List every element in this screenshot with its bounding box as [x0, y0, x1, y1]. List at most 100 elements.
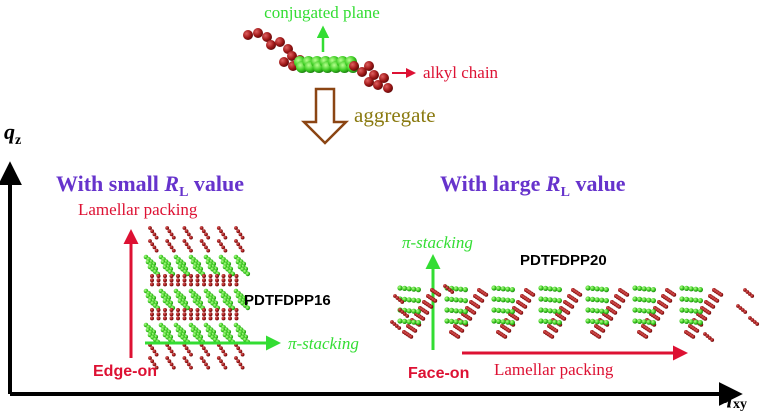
qxy-axis-label: qxy [722, 383, 747, 412]
alkyl-bead [176, 274, 180, 278]
conjugated-bead [697, 298, 704, 304]
alkyl-bead [165, 356, 170, 360]
alkyl-bead [234, 278, 239, 283]
alkyl-bead [228, 308, 232, 312]
conjugated-bead [585, 318, 591, 324]
conjugated-bead [641, 297, 647, 303]
alkyl-bead [266, 40, 276, 50]
conjugated-bead [397, 318, 403, 324]
alkyl-bead [234, 316, 239, 321]
conjugated-bead [411, 297, 417, 303]
alkyl-bead [484, 292, 489, 297]
conjugated-bead [444, 296, 450, 302]
alkyl-bead [169, 245, 174, 250]
alkyl-bead [429, 304, 434, 309]
pdtfdpp20-label: PDTFDPP20 [520, 252, 607, 269]
alkyl-bead [182, 282, 187, 287]
conjugated-bead [603, 287, 610, 293]
conjugated-bead [406, 297, 412, 303]
alkyl-bead [223, 248, 228, 253]
alkyl-bead [150, 242, 155, 247]
alkyl-bead [574, 298, 579, 303]
alkyl-bead [154, 235, 159, 240]
alkyl-bead [656, 316, 661, 321]
alkyl-bead [195, 282, 200, 287]
alkyl-bead [195, 308, 200, 312]
conjugated-bead [697, 309, 704, 315]
conjugated-bead [543, 285, 549, 291]
alkyl-bead [176, 312, 180, 317]
alkyl-bead [383, 83, 393, 93]
conjugated-bead [458, 286, 464, 292]
conjugated-bead [415, 320, 421, 326]
alkyl-bead [169, 282, 174, 287]
alkyl-bead [163, 282, 167, 287]
alkyl-bead [204, 245, 208, 250]
alkyl-bead [413, 328, 418, 333]
conjugated-bead [505, 308, 511, 314]
conjugated-bead [599, 297, 605, 303]
alkyl-bead [171, 248, 176, 253]
conjugated-bead [491, 318, 497, 324]
alkyl-bead [169, 308, 174, 312]
alkyl-bead [208, 308, 213, 312]
alkyl-bead [460, 328, 465, 333]
conjugated-bead [646, 308, 652, 314]
alkyl-bead [169, 362, 174, 367]
alkyl-bead [215, 308, 219, 312]
alkyl-bead [691, 334, 696, 339]
conjugated-bead [646, 297, 652, 303]
alkyl-bead [189, 352, 193, 357]
alkyl-bead [167, 346, 172, 351]
alkyl-bead [234, 308, 239, 312]
alkyl-bead [425, 310, 430, 315]
alkyl-bead [165, 239, 170, 243]
alkyl-bead [150, 316, 154, 321]
conjugated-bead [500, 308, 506, 314]
alkyl-bead [150, 312, 154, 317]
conjugated-bead [603, 298, 610, 304]
alkyl-bead [625, 292, 630, 297]
alkyl-bead [221, 232, 226, 237]
conjugated-bead [411, 308, 417, 314]
alkyl-chain-label: alkyl chain [423, 63, 499, 82]
conjugated-bead [585, 296, 591, 302]
conjugated-bead [406, 319, 412, 325]
alkyl-bead [221, 349, 226, 354]
conjugated-bead [415, 298, 421, 304]
conjugated-bead [245, 271, 251, 277]
conjugated-bead [556, 309, 563, 315]
conjugated-bead [453, 286, 459, 292]
conjugated-bead [632, 307, 638, 313]
conjugated-bead [693, 308, 699, 314]
alkyl-bead [202, 282, 206, 287]
alkyl-bead [204, 232, 208, 237]
alkyl-bead [409, 334, 414, 339]
conjugated-bead [458, 308, 464, 314]
alkyl-bead [223, 352, 228, 357]
alkyl-bead [182, 316, 187, 321]
alkyl-bead [228, 274, 232, 278]
alkyl-bead [199, 356, 204, 360]
alkyl-bead [208, 312, 213, 317]
conjugated-bead [688, 319, 694, 325]
alkyl-bead [208, 316, 213, 321]
alkyl-bead [156, 312, 161, 317]
alkyl-bead [710, 338, 715, 342]
qz-axis-label: qz [4, 119, 21, 148]
alkyl-bead [219, 346, 223, 351]
conjugated-bead [500, 319, 506, 325]
alkyl-bead [202, 274, 206, 278]
alkyl-bead [189, 308, 193, 312]
conjugated-bead [505, 286, 511, 292]
alkyl-bead [221, 316, 226, 321]
alkyl-bead [221, 282, 226, 287]
alkyl-bead [163, 274, 167, 278]
conjugated-bead [688, 308, 694, 314]
alkyl-bead [221, 245, 226, 250]
conjugated-bead [458, 319, 464, 325]
conjugated-bead [556, 320, 563, 326]
alkyl-bead [186, 362, 191, 367]
alkyl-bead [150, 346, 155, 351]
